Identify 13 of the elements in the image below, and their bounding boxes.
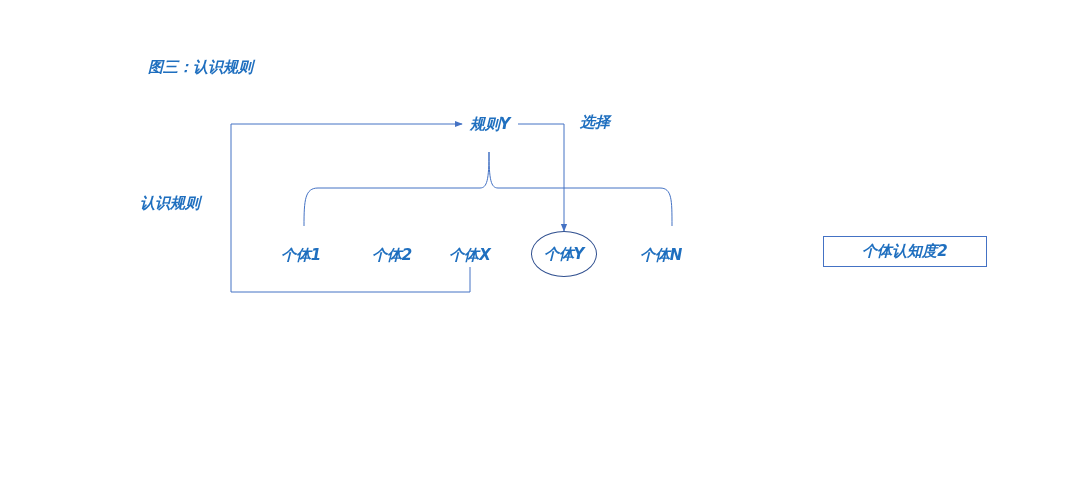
node-text: 个体认知度2 (862, 242, 948, 261)
node-label: 个体1 (276, 243, 326, 267)
annotation-label: 选择 (580, 113, 610, 132)
node-label: 个体N (636, 243, 686, 267)
arrow (517, 123, 568, 232)
node-label: 个体2 (367, 243, 417, 267)
arrow (230, 120, 471, 293)
node-label: 个体X (446, 243, 494, 267)
node-text: 个体Y (543, 244, 585, 264)
node-label: 规则Y (462, 112, 518, 136)
text-box (823, 236, 987, 267)
title: 图三：认识规则 (148, 58, 253, 77)
annotation-label: 认识规则 (140, 194, 200, 213)
